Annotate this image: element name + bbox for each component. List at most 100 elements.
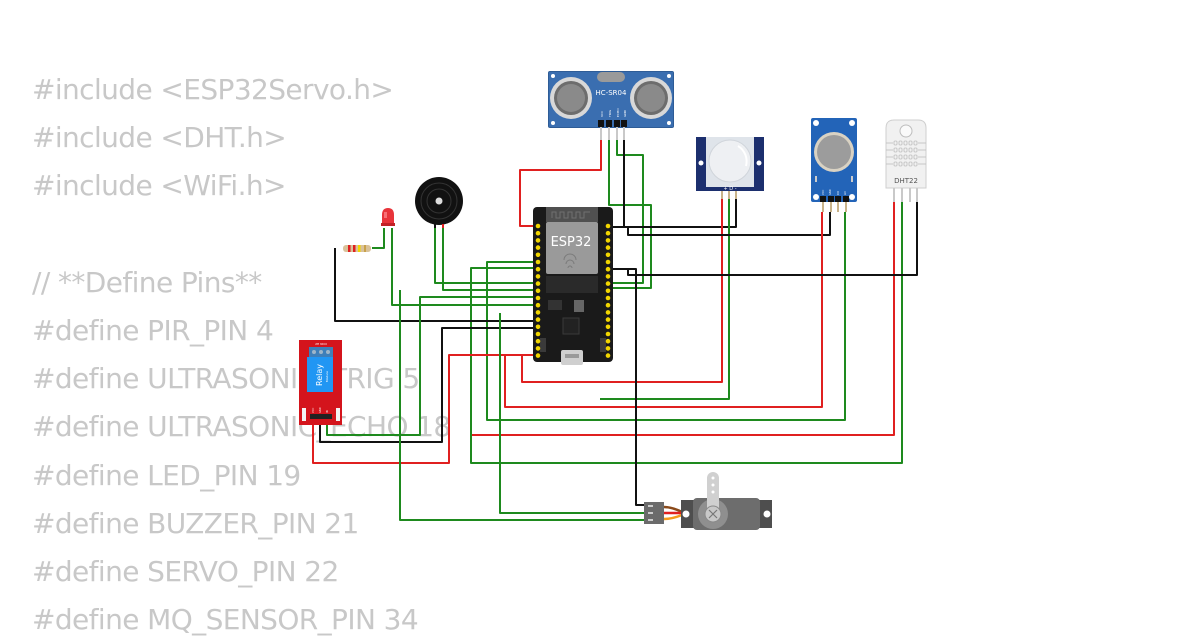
esp32-pin[interactable] bbox=[535, 288, 541, 294]
esp32-pin[interactable] bbox=[535, 338, 541, 344]
esp32-pin[interactable] bbox=[605, 346, 611, 351]
esp32-pin[interactable] bbox=[535, 310, 541, 315]
buzzer[interactable] bbox=[415, 177, 463, 228]
esp32-pin[interactable] bbox=[535, 346, 541, 351]
mount-hole bbox=[551, 121, 555, 125]
servo-motor[interactable] bbox=[644, 472, 772, 530]
mount-hole bbox=[813, 194, 819, 200]
ultrasonic-pin-labels: VCC TRIG ECHO GND bbox=[600, 108, 627, 118]
wire-buzzer-neg[interactable] bbox=[434, 226, 538, 284]
svg-text:GND: GND bbox=[828, 189, 832, 195]
esp32-board[interactable]: ESP32 bbox=[533, 207, 613, 365]
esp32-pin[interactable] bbox=[535, 295, 541, 301]
esp32-pin[interactable] bbox=[605, 223, 611, 229]
esp32-pin[interactable] bbox=[605, 281, 611, 286]
svg-text:GND: GND bbox=[623, 109, 627, 117]
wire-servo-vcc[interactable] bbox=[499, 313, 646, 514]
wire-gas-gnd[interactable] bbox=[627, 212, 831, 236]
esp32-label: ESP32 bbox=[551, 235, 592, 250]
wire-relay-gnd[interactable] bbox=[319, 327, 538, 443]
esp32-pin[interactable] bbox=[535, 259, 541, 265]
esp32-pin[interactable] bbox=[535, 302, 541, 308]
esp32-pin[interactable] bbox=[535, 317, 541, 322]
dht22-pin bbox=[893, 188, 895, 202]
code-line-include-wifi: #include <WiFi.h> bbox=[32, 169, 286, 203]
wire-dht-gnd[interactable] bbox=[612, 202, 918, 276]
servo-connector bbox=[644, 502, 664, 524]
wire-led-anode[interactable] bbox=[372, 228, 385, 249]
wire-pir-out[interactable] bbox=[600, 194, 730, 400]
mount-hole bbox=[667, 74, 671, 78]
mount-hole bbox=[551, 74, 555, 78]
esp32-pin[interactable] bbox=[605, 245, 611, 250]
wire-ultrasonic-trig[interactable] bbox=[608, 140, 652, 289]
esp32-pin[interactable] bbox=[535, 245, 541, 250]
mount-hole bbox=[763, 510, 771, 518]
relay-header bbox=[310, 414, 332, 419]
wire-led-cathode[interactable] bbox=[391, 228, 538, 306]
esp32-pin[interactable] bbox=[605, 266, 611, 272]
esp32-pin[interactable] bbox=[605, 295, 611, 301]
dht22-sensor[interactable]: DHT22 bbox=[885, 119, 927, 202]
svg-text:VCC: VCC bbox=[821, 190, 825, 195]
ultrasonic-sensor[interactable]: HC-SR04 VCC TRIG ECHO GND bbox=[548, 71, 674, 140]
wire-resistor-gnd[interactable] bbox=[334, 248, 538, 322]
wire-ultrasonic-vcc[interactable] bbox=[519, 140, 602, 227]
wire-pir-gnd[interactable] bbox=[624, 194, 737, 228]
esp32-pin[interactable] bbox=[535, 252, 541, 258]
svg-text:TRIG: TRIG bbox=[608, 109, 612, 118]
pir-pin bbox=[728, 191, 730, 199]
esp32-pin[interactable] bbox=[535, 274, 541, 279]
esp32-pin[interactable] bbox=[605, 238, 611, 243]
gas-sensor-mesh bbox=[817, 135, 851, 169]
esp32-pin[interactable] bbox=[535, 281, 541, 286]
svg-text:VCC: VCC bbox=[311, 408, 315, 413]
esp32-pin[interactable] bbox=[605, 252, 611, 258]
wire-gas-vcc[interactable] bbox=[504, 212, 823, 408]
esp32-pin[interactable] bbox=[535, 353, 541, 358]
svg-text:ECHO: ECHO bbox=[616, 108, 620, 117]
crystal bbox=[597, 72, 625, 82]
wire-relay-vcc[interactable] bbox=[312, 354, 538, 464]
terminal-screw bbox=[319, 350, 323, 354]
wire-relay-in[interactable] bbox=[326, 296, 538, 436]
buzzer-ring bbox=[420, 182, 458, 220]
esp32-pin[interactable] bbox=[605, 230, 611, 236]
esp32-pin[interactable] bbox=[535, 266, 541, 272]
esp32-pin[interactable] bbox=[605, 288, 611, 294]
relay-module[interactable]: 2H NCO Relay Module VCC GND IN bbox=[299, 340, 342, 425]
esp32-pin[interactable] bbox=[605, 317, 611, 322]
wire-ultrasonic-echo[interactable] bbox=[612, 140, 644, 284]
esp32-pin[interactable] bbox=[535, 223, 541, 229]
connector-pin bbox=[648, 519, 653, 521]
esp32-pin[interactable] bbox=[535, 238, 541, 243]
esp32-pin[interactable] bbox=[605, 310, 611, 315]
relay-label: Relay bbox=[315, 364, 324, 386]
esp32-pin[interactable] bbox=[535, 331, 541, 337]
wire-gas-ao[interactable] bbox=[486, 212, 846, 421]
esp32-pin[interactable] bbox=[605, 331, 611, 337]
wire-servo-gnd[interactable] bbox=[612, 268, 646, 506]
esp32-pin[interactable] bbox=[605, 353, 611, 358]
wires bbox=[312, 140, 918, 521]
esp32-pin[interactable] bbox=[605, 324, 611, 330]
esp32-pin[interactable] bbox=[605, 274, 611, 279]
led-indicator bbox=[815, 176, 817, 182]
esp32-pin[interactable] bbox=[605, 338, 611, 344]
esp32-pin[interactable] bbox=[535, 230, 541, 236]
esp32-pin[interactable] bbox=[535, 324, 541, 330]
led[interactable] bbox=[381, 208, 395, 226]
gas-sensor[interactable]: VCC GND DO AO bbox=[811, 118, 857, 212]
resistor[interactable] bbox=[343, 245, 371, 252]
resistor-band bbox=[358, 245, 361, 252]
wire-buzzer-pos[interactable] bbox=[442, 226, 538, 291]
ultrasonic-header bbox=[598, 120, 627, 140]
wire-dht-data[interactable] bbox=[470, 202, 903, 464]
pir-sensor[interactable]: + D - bbox=[696, 137, 764, 199]
esp32-pin[interactable] bbox=[605, 259, 611, 265]
terminal-screw bbox=[326, 350, 330, 354]
dht22-pin bbox=[901, 188, 903, 202]
wire-servo-signal[interactable] bbox=[399, 290, 646, 521]
esp32-pin[interactable] bbox=[605, 302, 611, 308]
svg-text:IN: IN bbox=[325, 410, 329, 413]
